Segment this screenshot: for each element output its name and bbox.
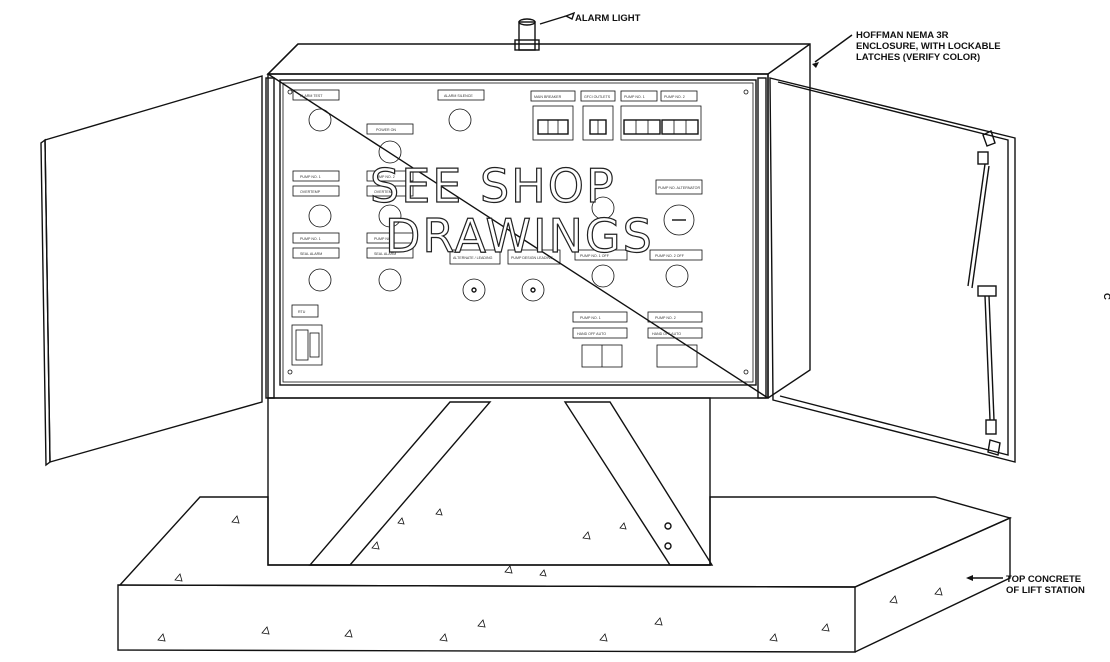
- label-pump2-alarm: PUMP NO. 2: [374, 237, 395, 241]
- label-power-on: POWER ON: [376, 128, 396, 132]
- label-gfci: GFCI OUTLETS: [584, 95, 611, 99]
- label-pump1-seal: SEAL ALARM: [300, 252, 322, 256]
- label-float-right: PUMP DESIGN LEADING: [511, 256, 553, 260]
- label-pump1-breaker: PUMP NO. 1: [624, 95, 645, 99]
- left-door: [40, 75, 263, 467]
- control-panel: ALARM TEST ALARM SILENCE POWER ON MAIN B…: [291, 89, 703, 368]
- label-pump2-overtemp: OVERTEMP: [374, 190, 395, 194]
- label-pump1-hand2: HAND OFF AUTO: [577, 332, 606, 336]
- enclosure-stand: [267, 397, 714, 566]
- label-pump2-hoa: PUMP NO. 2 OFF: [655, 254, 685, 258]
- callout-alarm-light: ALARM LIGHT: [564, 11, 641, 24]
- label-pump1-hand: PUMP NO. 1: [580, 316, 601, 320]
- right-door: [769, 77, 1016, 463]
- label-pump1-hoa: PUMP NO. 1 OFF: [580, 254, 610, 258]
- label-alternator: PUMP NO. ALTERNATOR: [658, 186, 700, 190]
- label-pump2-breaker: PUMP NO. 2: [664, 95, 685, 99]
- callout-enclosure: HOFFMAN NEMA 3R ENCLOSURE, WITH LOCKABLE…: [812, 30, 1001, 68]
- edge-fragment-c: C: [1101, 293, 1110, 300]
- callout-enclosure-line2: ENCLOSURE, WITH LOCKABLE: [856, 41, 1001, 52]
- label-pump2-hand: PUMP NO. 2: [655, 316, 676, 320]
- label-pump2-hand2: HAND OFF AUTO: [652, 332, 681, 336]
- label-main-breaker: MAIN BREAKER: [534, 95, 562, 99]
- edge-fragment: C (B: [1101, 293, 1110, 300]
- watermark-line1: SEE SHOP: [370, 159, 616, 213]
- label-alarm-silence: ALARM SILENCE: [444, 94, 473, 98]
- callout-concrete-line1: TOP CONCRETE: [1006, 574, 1081, 585]
- label-pump2-run: PUMP NO. 2: [374, 175, 395, 179]
- callout-concrete-line2: OF LIFT STATION: [1006, 585, 1085, 596]
- callout-enclosure-line1: HOFFMAN NEMA 3R: [856, 30, 949, 41]
- callout-concrete: TOP CONCRETE OF LIFT STATION: [966, 574, 1085, 596]
- callout-enclosure-line3: LATCHES (VERIFY COLOR): [856, 52, 980, 63]
- label-pump2-seal: SEAL ALARM: [374, 252, 396, 256]
- watermark-line2: DRAWINGS: [385, 209, 654, 263]
- enclosure-body: [265, 43, 811, 399]
- label-pump1-alarm: PUMP NO. 1: [300, 237, 321, 241]
- label-pump1-run: PUMP NO. 1: [300, 175, 321, 179]
- label-alarm-test: ALARM TEST: [300, 94, 323, 98]
- alarm-light: [514, 15, 567, 51]
- label-pump1-overtemp: OVERTEMP: [300, 190, 321, 194]
- label-float-left: ALTERNATE / LEADING: [453, 256, 493, 260]
- concrete-slab: [117, 496, 1013, 653]
- label-rtu: RTU: [298, 310, 306, 314]
- callout-alarm-light-text: ALARM LIGHT: [575, 13, 641, 24]
